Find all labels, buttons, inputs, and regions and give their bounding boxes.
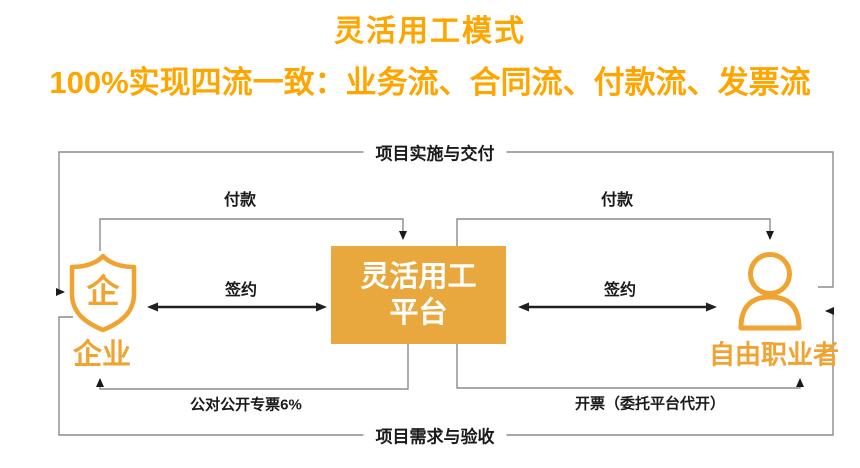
page-title: 灵活用工模式 xyxy=(334,15,526,48)
shield-icon xyxy=(69,253,137,333)
arrow-invoice-platform-to-freelancer xyxy=(456,344,804,389)
invoice-right-label: 开票（委托平台代开） xyxy=(574,395,726,413)
invoice-left-label: 公对公开专票6% xyxy=(190,396,302,414)
page-subtitle: 100%实现四流一致：业务流、合同流、付款流、发票流 xyxy=(49,65,811,100)
sign-right-label: 签约 xyxy=(603,282,637,299)
platform-box: 灵活用工 平台 xyxy=(331,246,506,344)
person-icon xyxy=(738,252,802,331)
bottom-flow-label: 项目需求与验收 xyxy=(363,422,507,448)
freelancer-entity xyxy=(735,250,805,332)
arrow-payment-enterprise-to-platform xyxy=(99,218,407,251)
arrow-payment-platform-to-freelancer xyxy=(456,218,774,246)
shield-glyph: 企 xyxy=(86,272,120,310)
arrow-sign-platform-freelancer xyxy=(518,302,717,312)
top-flow-label: 项目实施与交付 xyxy=(363,139,507,165)
enterprise-entity: 企 xyxy=(66,252,140,334)
arrow-invoice-platform-to-enterprise xyxy=(96,344,409,390)
freelancer-label: 自由职业者 xyxy=(708,339,840,370)
payment-left-label: 付款 xyxy=(223,192,257,209)
enterprise-label: 企业 xyxy=(72,339,132,371)
payment-right-label: 付款 xyxy=(600,192,634,209)
sign-left-label: 签约 xyxy=(224,282,258,299)
arrow-sign-enterprise-platform xyxy=(147,302,327,312)
